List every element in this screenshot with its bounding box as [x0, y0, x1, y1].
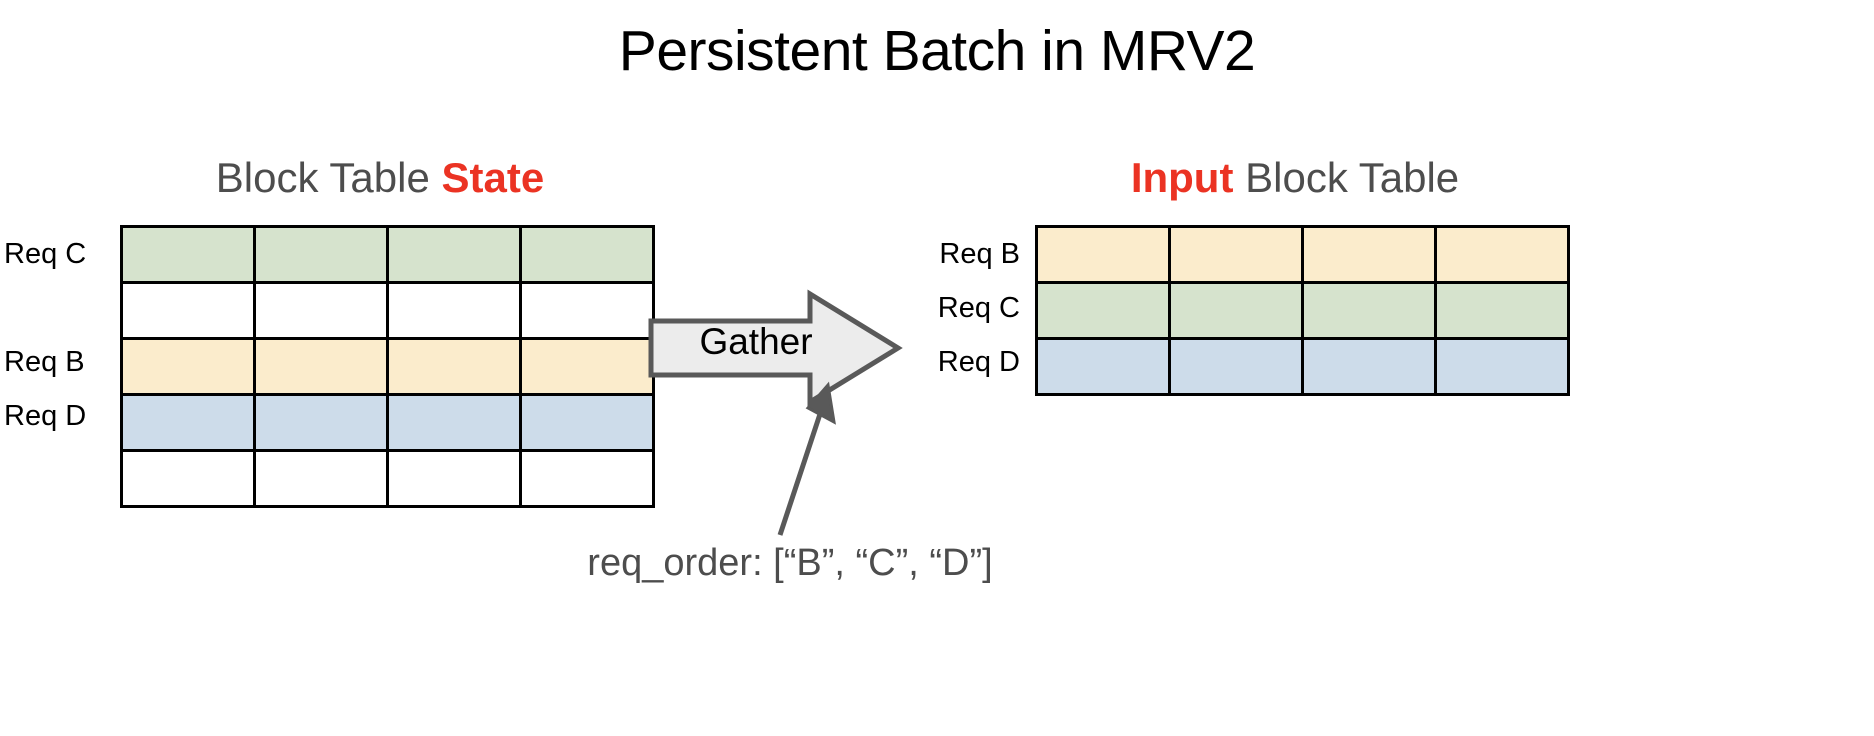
table-cell: [519, 281, 655, 340]
left-panel-heading: Block Table State: [120, 152, 640, 204]
table-cell: [1301, 337, 1437, 396]
table-cell: [1301, 225, 1437, 284]
table-cell: [120, 281, 256, 340]
table-cell: [253, 449, 389, 508]
table-cell: [386, 337, 522, 396]
table-cell: [120, 449, 256, 508]
table-cell: [253, 393, 389, 452]
table-cell: [386, 393, 522, 452]
right-row-label-req-c: Req C: [937, 292, 1020, 324]
table-cell: [519, 337, 655, 396]
table-cell: [120, 225, 256, 284]
table-cell: [1168, 337, 1304, 396]
table-row: [120, 393, 655, 452]
page-title: Persistent Batch in MRV2: [618, 19, 1256, 83]
right-heading-suffix: Block Table: [1233, 154, 1460, 201]
table-cell: [1434, 281, 1570, 340]
table-cell: [1035, 225, 1171, 284]
table-cell: [120, 393, 256, 452]
table-cell: [519, 449, 655, 508]
table-cell: [1168, 225, 1304, 284]
table-row: [1035, 281, 1570, 340]
gather-label: Gather: [699, 321, 813, 362]
block-table-state-grid: [120, 225, 655, 508]
table-row: [1035, 225, 1570, 284]
table-cell: [1035, 281, 1171, 340]
table-row: [120, 281, 655, 340]
table-cell: [1035, 337, 1171, 396]
gather-arrow-icon: [648, 289, 903, 407]
req-order-pointer-arrow-icon: [777, 381, 836, 536]
table-cell: [253, 225, 389, 284]
right-row-label-req-b: Req B: [939, 238, 1020, 270]
left-heading-accent: State: [441, 154, 545, 201]
right-panel-heading: Input Block Table: [1035, 152, 1555, 204]
left-row-label-req-c: Req C: [4, 238, 87, 270]
table-cell: [253, 281, 389, 340]
input-block-table-grid: [1035, 225, 1570, 396]
table-row: [120, 449, 655, 508]
left-row-label-req-b: Req B: [4, 346, 85, 378]
left-row-label-req-d: Req D: [4, 400, 87, 432]
table-row: [120, 225, 655, 284]
right-heading-accent: Input: [1130, 154, 1234, 201]
req-order-caption: req_order: [“B”, “C”, “D”]: [587, 542, 993, 584]
table-cell: [1434, 337, 1570, 396]
table-row: [1035, 337, 1570, 396]
table-cell: [253, 337, 389, 396]
table-cell: [1434, 225, 1570, 284]
table-cell: [1301, 281, 1437, 340]
table-cell: [120, 337, 256, 396]
left-heading-prefix: Block Table: [215, 154, 442, 201]
table-cell: [386, 225, 522, 284]
table-cell: [1168, 281, 1304, 340]
table-cell: [386, 449, 522, 508]
table-cell: [519, 225, 655, 284]
right-row-label-req-d: Req D: [937, 346, 1020, 378]
table-row: [120, 337, 655, 396]
table-cell: [519, 393, 655, 452]
table-cell: [386, 281, 522, 340]
